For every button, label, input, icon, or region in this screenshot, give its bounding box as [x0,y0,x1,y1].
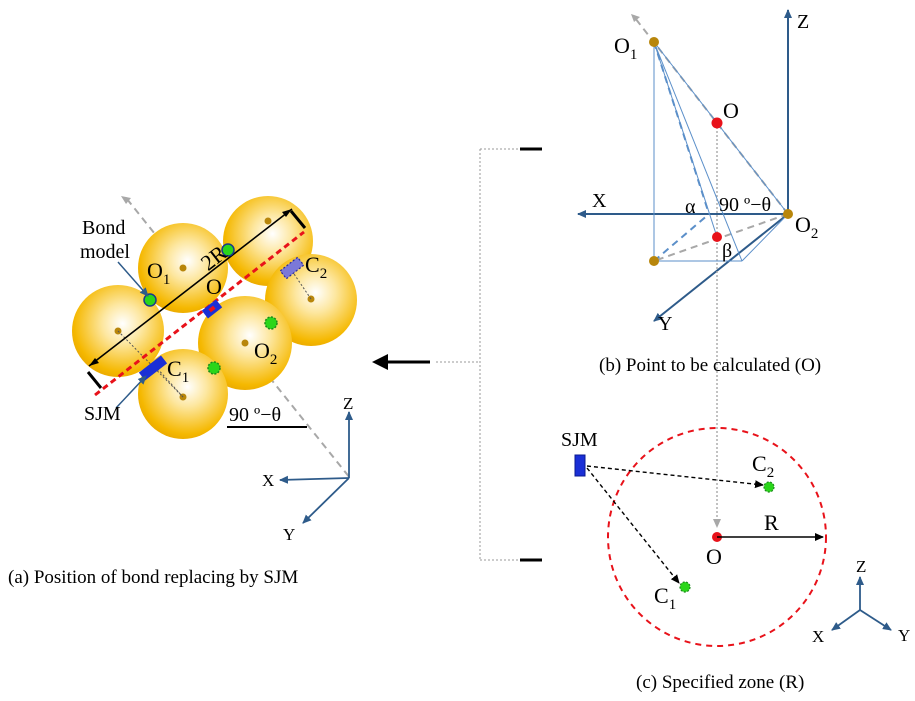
caption-c: (c) Specified zone (R) [636,672,804,693]
sphere-center-dot [264,217,272,225]
axis-triad-a [279,411,353,524]
dashed-edge [653,41,710,215]
point-o [711,117,723,129]
axis-z-label: Z [856,557,866,576]
panel-a-guide-arrowhead [121,196,131,204]
y-axis-arrow [302,477,350,524]
y-axis-arrow [653,213,789,322]
contact-node [207,361,221,375]
axis-x-label: X [592,190,607,212]
edge-line [653,41,789,215]
c2-label: C2 [752,451,774,481]
o2-label: O2 [254,338,277,368]
sjm-element-c2 [279,256,305,280]
sjm-to-c1-arrow [586,467,680,584]
dimension-tick [86,371,103,389]
grouping-bracket [436,147,542,562]
point-o1 [649,37,659,47]
radius-label: R [764,510,779,535]
axis-z-label: Z [797,11,809,33]
bond-contact-point [221,243,235,257]
point-o2 [783,209,793,219]
angle-label: 90 º−θ [229,404,281,426]
dimension-tick [289,210,307,229]
bond-axis-line [94,230,305,397]
axis-y-label: Y [898,626,910,645]
sjm-element-c1 [138,355,168,381]
connector-line [117,330,184,398]
sphere-center-dot [241,339,249,347]
o2-label: O2 [795,212,818,242]
c1-label: C1 [654,583,676,613]
beta-label: β [722,240,732,262]
sphere-centers [114,217,315,401]
angle-label: 90 º−θ [719,194,771,216]
sjm-to-c2-arrow [586,465,764,489]
panel-c: SJM C2 C1 O R Z X Y (c) Specified zone (… [561,427,910,693]
axis-y-label: Y [658,313,672,335]
point-o1-projection [649,256,659,266]
sjm-label: SJM [561,429,598,451]
panel-a: Bond model 2R O1 O C2 C1 O2 SJM 90 º−θ Z… [8,196,357,588]
axis-x-label: X [262,471,274,490]
bond-contact-point [143,293,157,307]
dashed-edge [653,213,710,262]
caption-a: (a) Position of bond replacing by SJM [8,567,298,588]
o-label: O [723,98,739,123]
point-c2 [763,481,775,493]
edge-line [741,213,789,262]
sjm-element [574,454,586,477]
sphere-center-dot [179,264,187,272]
specified-zone-circle [607,427,827,647]
axis-x-label: X [812,627,824,646]
bond-label-line2: model [80,241,130,263]
bond-model-pointer [117,261,149,297]
sjm-label: SJM [84,403,121,425]
c2-label: C2 [305,252,327,282]
edge-line [653,41,743,262]
diameter-line [88,208,293,367]
point-c1 [679,581,691,593]
contact-node [264,316,278,330]
connector-line [154,365,184,398]
panel-b: O1 O O2 Z X Y α β 90 º−θ (b) Point to be… [577,9,821,528]
o-label: O [706,544,722,569]
sjm-pointer [115,375,147,409]
c1-label: C1 [167,356,189,386]
alpha-label: α [685,196,696,218]
axis-z-label: Z [343,394,353,413]
axis-y-label: Y [283,525,295,544]
o-label: O [206,274,222,299]
o1-label: O1 [147,258,170,288]
o1-label: O1 [614,33,637,63]
x-axis-arrow [831,609,861,631]
flow-arrow-head [372,354,388,370]
y-axis-arrow [859,609,892,631]
caption-b: (b) Point to be calculated (O) [599,355,821,376]
point-o-projection [712,232,722,242]
axis-triad-c [831,576,892,631]
x-axis-arrow [279,475,350,484]
bond-label-line1: Bond [82,217,125,239]
